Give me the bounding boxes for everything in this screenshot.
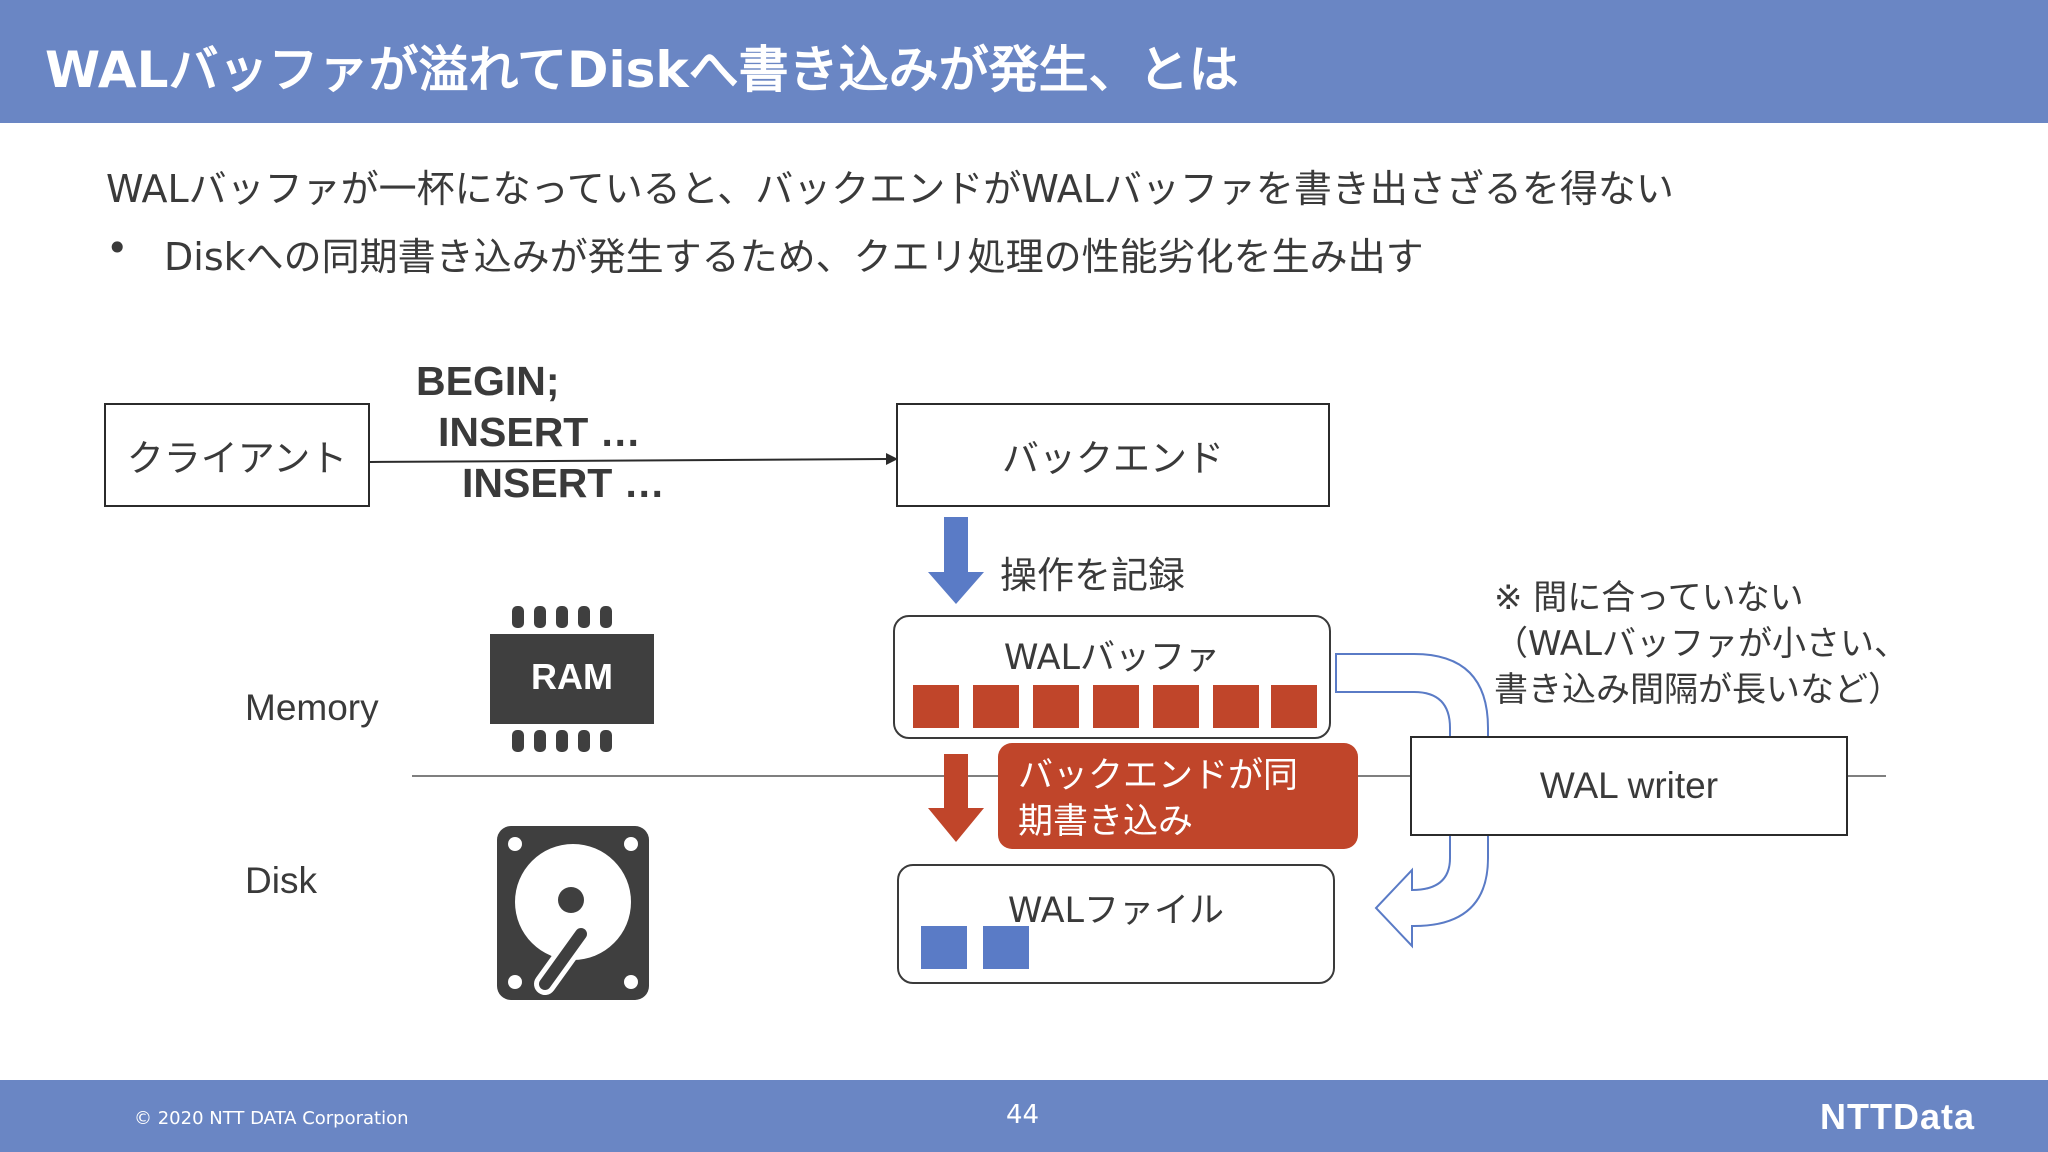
- sql-insert-2: INSERT …: [462, 460, 665, 506]
- wal-buffer-block: [973, 685, 1019, 728]
- wal-buffer-box: WALバッファ: [893, 615, 1331, 739]
- title-bar: [0, 0, 2048, 123]
- client-to-backend-arrowhead: [886, 453, 898, 465]
- bullet-text: Diskへの同期書き込みが発生するため、クエリ処理の性能劣化を生み出す: [164, 235, 1424, 279]
- wal-file-box: WALファイル: [897, 864, 1335, 984]
- backend-box: バックエンド: [896, 403, 1330, 507]
- record-arrow: [928, 517, 984, 604]
- record-label: 操作を記録: [1000, 554, 1185, 597]
- sync-write-arrow: [928, 754, 984, 842]
- wal-buffer-block: [1153, 685, 1199, 728]
- wal-file-label: WALファイル: [1007, 891, 1225, 931]
- slide-title: WALバッファが溢れてDiskへ書き込みが発生、とは: [45, 41, 1239, 99]
- hard-disk-icon: [497, 826, 649, 1000]
- sql-insert-1: INSERT …: [438, 409, 641, 455]
- disk-label: Disk: [245, 860, 317, 901]
- footer-bar: [0, 1080, 2048, 1152]
- wal-buffer-block: [1093, 685, 1139, 728]
- wal-buffer-block: [913, 685, 959, 728]
- wal-buffer-block: [1271, 685, 1317, 728]
- callout-line-2: 期書き込み: [1018, 802, 1194, 842]
- callout-line-1: バックエンドが同: [1018, 756, 1299, 796]
- wal-buffer-label: WALバッファ: [1003, 638, 1221, 678]
- copyright-text: © 2020 NTT DATA Corporation: [134, 1108, 409, 1129]
- backend-label: バックエンド: [1002, 437, 1224, 480]
- client-box: クライアント: [104, 403, 370, 507]
- company-logo: NTTData: [1820, 1096, 1976, 1137]
- ram-chip-icon: [490, 606, 654, 752]
- wal-buffer-block: [1033, 685, 1079, 728]
- lead-text: WALバッファが一杯になっていると、バックエンドがWALバッファを書き出さざるを…: [106, 167, 1674, 211]
- sync-write-callout: バックエンドが同 期書き込み: [998, 743, 1358, 849]
- bullet-dot: •: [106, 226, 129, 270]
- wal-buffer-block: [1213, 685, 1259, 728]
- note-line-2: （WALバッファが小さい、: [1494, 624, 1908, 664]
- wal-writer-flow-arrow: [1335, 653, 1489, 949]
- note-line-1: ※ 間に合っていない: [1494, 578, 1804, 618]
- note-line-3: 書き込み間隔が長いなど）: [1494, 670, 1902, 710]
- wal-writer-label: WAL writer: [1539, 765, 1719, 806]
- page-number: 44: [1006, 1100, 1040, 1130]
- client-label: クライアント: [126, 437, 348, 480]
- memory-label: Memory: [245, 687, 379, 728]
- wal-file-block: [983, 926, 1029, 969]
- client-to-backend-line: [369, 458, 889, 463]
- ram-chip-text: RAM: [531, 656, 613, 697]
- wal-file-block: [921, 926, 967, 969]
- sql-begin: BEGIN;: [416, 358, 560, 404]
- wal-writer-box: WAL writer: [1410, 736, 1848, 836]
